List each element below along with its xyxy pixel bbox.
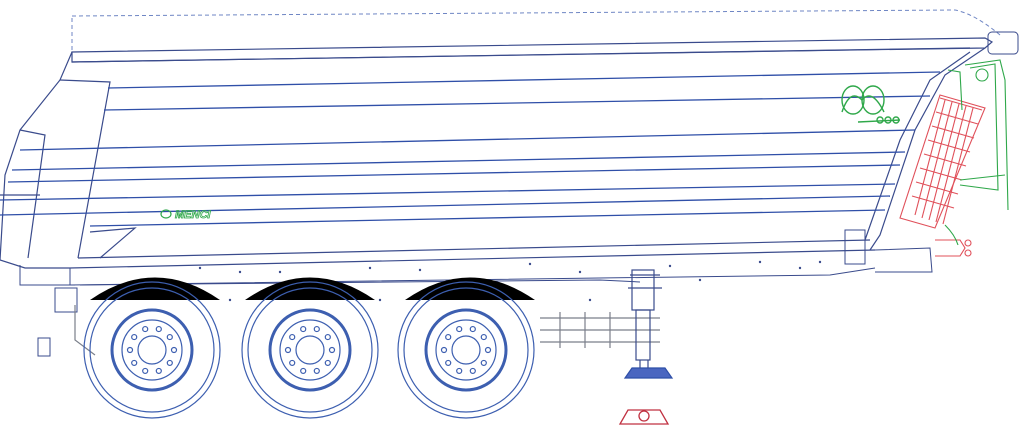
tipper-body bbox=[0, 37, 994, 269]
rivet-dot bbox=[818, 260, 822, 264]
rivet-dot bbox=[668, 264, 672, 268]
rivet-dot bbox=[578, 270, 582, 274]
menci-wordmark-icon: MENCI bbox=[160, 209, 212, 221]
landing-foot-red bbox=[618, 409, 670, 425]
brand-wordmark: MENCI bbox=[175, 209, 211, 221]
front-mount-frame bbox=[944, 59, 1009, 246]
wheel-icon bbox=[241, 281, 379, 419]
rivet-dot bbox=[368, 266, 372, 270]
rivet-dot bbox=[698, 278, 702, 282]
wheels bbox=[83, 281, 535, 419]
menci-logo-icon bbox=[841, 85, 901, 124]
rivet-dot bbox=[588, 298, 592, 302]
hydraulic-cylinder-icon bbox=[899, 94, 986, 257]
rear-lamp bbox=[37, 337, 51, 357]
rivet-dot bbox=[198, 266, 202, 270]
rear-frame bbox=[74, 305, 660, 356]
wheel-icon bbox=[83, 281, 221, 419]
rivet-dots bbox=[198, 260, 822, 302]
rivet-dot bbox=[528, 262, 532, 266]
rivet-dot bbox=[798, 266, 802, 270]
front-cap bbox=[987, 31, 1019, 55]
rivet-dot bbox=[758, 260, 762, 264]
body-panel-lines bbox=[0, 71, 941, 227]
rivet-dot bbox=[278, 270, 282, 274]
landing-leg-icon bbox=[623, 269, 674, 379]
fender-2 bbox=[245, 277, 375, 300]
wheel-icon bbox=[397, 281, 535, 419]
fender-1 bbox=[90, 277, 220, 300]
tarp-cover-outline bbox=[71, 9, 1001, 52]
rivet-dot bbox=[228, 298, 232, 302]
rivet-dot bbox=[378, 298, 382, 302]
rivet-dot bbox=[418, 268, 422, 272]
rivet-dot bbox=[238, 270, 242, 274]
